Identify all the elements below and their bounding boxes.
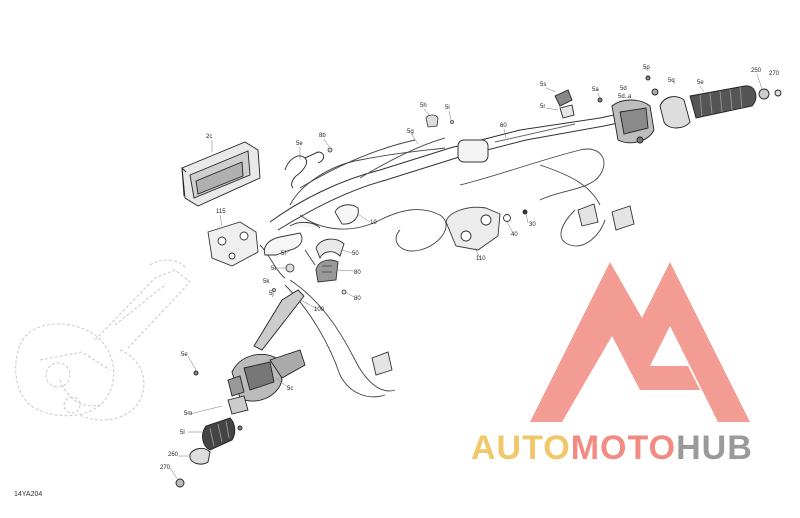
watermark-part-auto: AUTO (471, 429, 571, 467)
callout-5i: 5i (445, 105, 450, 111)
callout-100: 100 (314, 307, 325, 313)
callout-labels: 2c 5e 8b 5h 5i 5g 60 5s 5r 5a 5p 5d 5d..… (160, 65, 780, 471)
callout-40: 40 (511, 232, 518, 238)
connectors (371, 203, 635, 376)
callout-270-a: 270 (769, 71, 780, 77)
ghost-steering-column (15, 259, 191, 421)
callout-110: 110 (476, 256, 486, 262)
callout-8b: 8b (319, 133, 326, 139)
callout-5j: 5j (269, 291, 274, 297)
callout-5s: 5s (540, 82, 546, 88)
bracket-115 (207, 221, 259, 267)
callout-5g: 5g (407, 129, 414, 135)
callout-5t: 5t (271, 266, 276, 272)
watermark-part-hub: HUB (676, 429, 753, 467)
watermark-text: AUTOMOTOHUB (471, 431, 753, 465)
left-switch-housing (227, 289, 306, 402)
callout-5e-a: 5e (296, 141, 303, 147)
callout-10: 10 (370, 220, 377, 226)
callout-260: 260 (168, 452, 179, 458)
right-grip (597, 75, 782, 129)
callout-5h: 5h (420, 103, 427, 109)
callout-5p: 5p (643, 65, 650, 71)
callout-30: 30 (529, 222, 536, 228)
instrument-cluster (181, 141, 261, 207)
callout-2c: 2c (206, 134, 212, 140)
callout-80-b: 80 (354, 296, 361, 302)
cable-harness (259, 139, 606, 398)
leader-lines (169, 73, 763, 481)
callout-5e-c: 5e (181, 352, 188, 358)
watermark-part-moto: MOTO (570, 429, 677, 467)
callout-5q: 5q (668, 78, 675, 84)
handlebar-assembly (269, 111, 633, 231)
callout-270-b: 270 (160, 465, 171, 471)
callout-250: 250 (751, 68, 762, 74)
callout-115: 115 (216, 209, 226, 215)
callout-5d: 5d (620, 86, 627, 92)
left-grip (175, 370, 249, 488)
callout-5k: 5k (263, 279, 270, 285)
diagram-reference-code: 14YA204 (14, 491, 43, 498)
callout-5f: 5f (281, 251, 286, 257)
right-switch-housing (554, 89, 655, 144)
callout-5l: 5l (180, 430, 185, 436)
callout-5e-b: 5e (697, 80, 704, 86)
clamp-parts (315, 238, 345, 283)
callout-60: 60 (500, 123, 507, 129)
callout-80-a: 80 (354, 270, 361, 276)
callout-5a: 5a (592, 87, 599, 93)
callout-5m: 5m (184, 411, 192, 417)
callout-5r: 5r (540, 104, 545, 110)
watermark-logo (530, 262, 750, 422)
callout-5da: 5d..a (618, 94, 632, 100)
clip-5e (284, 151, 325, 189)
callout-5c: 5c (287, 386, 293, 392)
bracket-110 (445, 206, 528, 251)
callout-50: 50 (352, 251, 359, 257)
